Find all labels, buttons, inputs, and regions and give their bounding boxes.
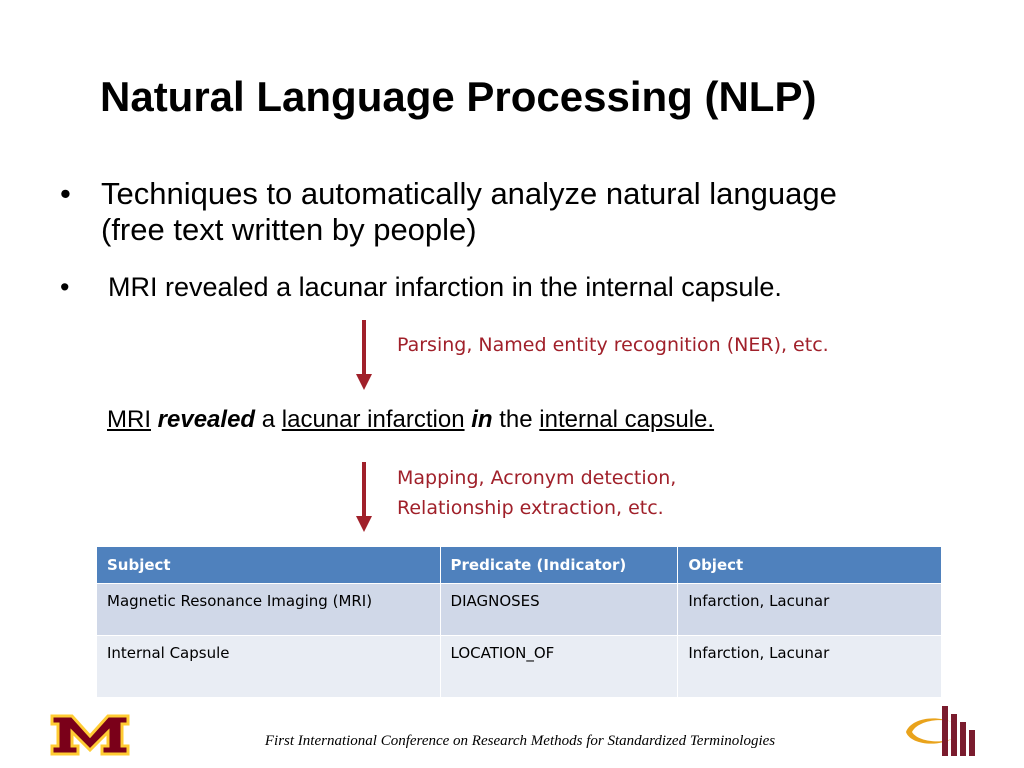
slide-title: Natural Language Processing (NLP) [100,73,817,120]
entity-internal-capsule: internal capsule. [539,406,715,433]
table-cell-object: Infarction, Lacunar [677,583,942,636]
annotated-sentence: MRI revealed a lacunar infarction in the… [107,404,867,436]
table-header-row: Subject Predicate (Indicator) Object [96,546,942,584]
bullet-marker: • [60,272,70,302]
semantic-triples-table: Subject Predicate (Indicator) Object Mag… [96,546,942,698]
mapping-step-note-line1: Mapping, Acronym detection, [397,467,677,489]
column-header-subject: Subject [96,546,441,584]
mapping-step-note: Mapping, Acronym detection, Relationship… [397,463,957,523]
bullet-text: MRI revealed a lacunar infarction in the… [108,272,782,302]
bullet-item-example-sentence: • MRI revealed a lacunar infarction in t… [60,271,960,303]
university-m-logo [50,714,130,756]
column-header-predicate: Predicate (Indicator) [439,546,679,584]
word-a: a [261,406,276,433]
footer-conference-name: First International Conference on Resear… [264,733,776,749]
table-row: Magnetic Resonance Imaging (MRI) DIAGNOS… [96,583,942,636]
bullet-text: Techniques to automatically analyze natu… [101,176,837,247]
bullet-item-techniques: • Techniques to automatically analyze na… [60,176,880,248]
table-cell-subject: Magnetic Resonance Imaging (MRI) [96,583,441,636]
column-header-object: Object [677,546,942,584]
mapping-step-note-line2: Relationship extraction, etc. [397,497,664,519]
relation-in: in [471,406,493,433]
table-cell-predicate: DIAGNOSES [439,583,679,636]
entity-lacunar-infarction: lacunar infarction [281,406,465,433]
relation-revealed: revealed [157,406,256,433]
bullet-marker: • [60,176,71,211]
conference-logo [906,706,975,756]
table-cell-predicate: LOCATION_OF [439,635,679,698]
down-arrow-icon [356,320,372,390]
entity-mri: MRI [107,406,151,433]
table-row: Internal Capsule LOCATION_OF Infarction,… [96,635,942,698]
table-cell-subject: Internal Capsule [96,635,441,698]
parsing-step-note: Parsing, Named entity recognition (NER),… [397,334,829,356]
table-cell-object: Infarction, Lacunar [677,635,942,698]
down-arrow-icon [356,462,372,532]
word-the: the [499,406,533,433]
